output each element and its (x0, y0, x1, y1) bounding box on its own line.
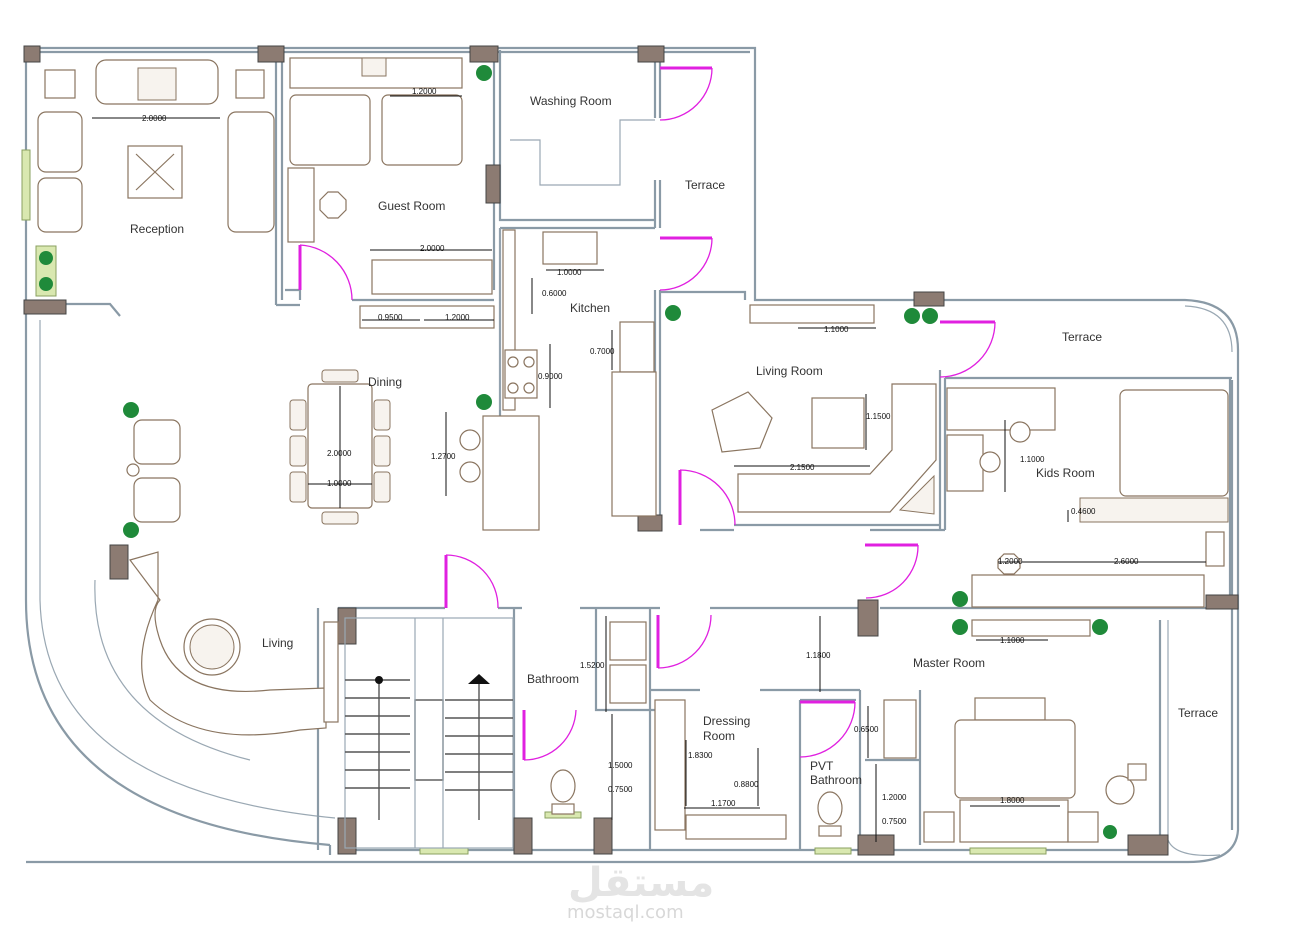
room-label-terrace-3: Terrace (1178, 706, 1218, 720)
room-label-living: Living (262, 636, 293, 650)
dim-label: 1.5200 (580, 661, 605, 670)
watermark-arabic: مستقل (568, 860, 714, 906)
room-label-kitchen: Kitchen (570, 301, 610, 315)
living-furniture (126, 419, 339, 736)
room-label-reception: Reception (130, 222, 184, 236)
watermark-domain: mostaql.com (567, 902, 684, 923)
watermark: مستقل mostaql.com (567, 860, 714, 923)
dim-label: 2.6000 (1114, 557, 1139, 566)
room-label-pvt-2: Bathroom (810, 773, 862, 787)
dim-label: 0.7000 (590, 347, 615, 356)
dim-label: 0.4600 (1071, 507, 1096, 516)
dim-label: 1.2000 (412, 87, 437, 96)
kids-room-furniture (946, 387, 1229, 608)
room-label-living-room: Living Room (756, 364, 823, 378)
kitchen-furniture (459, 229, 657, 531)
dim-label: 1.1000 (1020, 455, 1045, 464)
dim-label: 2.1500 (790, 463, 815, 472)
dim-label: 0.7500 (608, 785, 633, 794)
dim-label: 0.7500 (882, 817, 907, 826)
dim-label: 0.9500 (378, 313, 403, 322)
dim-label: 1.1800 (806, 651, 831, 660)
room-label-dining: Dining (368, 375, 402, 389)
room-label-master-room: Master Room (913, 656, 985, 670)
dim-label: 1.2000 (998, 557, 1023, 566)
plants (39, 65, 1117, 839)
dim-label: 1.8300 (688, 751, 713, 760)
dim-label: 2.0000 (327, 449, 352, 458)
dim-label: 1.8000 (1000, 796, 1025, 805)
dim-label: 1.1700 (711, 799, 736, 808)
dim-label: 1.0000 (327, 479, 352, 488)
dim-label: 2.0000 (142, 114, 167, 123)
dim-label: 1.1000 (824, 325, 849, 334)
dim-label: 0.9000 (538, 372, 563, 381)
dim-label: 0.6000 (542, 289, 567, 298)
dim-label: 2.0000 (420, 244, 445, 253)
room-label-dressing-1: Dressing (703, 714, 750, 728)
room-label-pvt-1: PVT (810, 759, 834, 773)
master-room-furniture (923, 619, 1147, 843)
dim-label: 0.8800 (734, 780, 759, 789)
doors (298, 66, 996, 761)
dim-label: 1.2000 (445, 313, 470, 322)
room-label-dressing-2: Room (703, 729, 735, 743)
room-label-terrace-2: Terrace (1062, 330, 1102, 344)
dim-label: 0.6500 (854, 725, 879, 734)
dim-label: 1.2700 (431, 452, 456, 461)
dim-label: 1.0000 (557, 268, 582, 277)
room-label-terrace-1: Terrace (685, 178, 725, 192)
room-label-bathroom: Bathroom (527, 672, 579, 686)
dimension-labels: 2.0000 1.2000 2.0000 0.9500 1.2000 1.000… (142, 87, 1139, 826)
staircase (344, 617, 514, 849)
dim-label: 1.1500 (866, 412, 891, 421)
room-labels: Reception Guest Room Washing Room Terrac… (130, 94, 1218, 787)
room-label-guest-room: Guest Room (378, 199, 445, 213)
living-room-furniture (711, 304, 937, 515)
reception-furniture (37, 59, 275, 233)
dimension-lines (92, 95, 1206, 842)
room-label-kids-room: Kids Room (1036, 466, 1095, 480)
dim-label: 1.1000 (1000, 636, 1025, 645)
room-label-washing-room: Washing Room (530, 94, 612, 108)
dim-label: 1.2000 (882, 793, 907, 802)
bath-dressing-furniture (550, 621, 917, 840)
dim-label: 1.5000 (608, 761, 633, 770)
guest-room-furniture (287, 57, 495, 329)
